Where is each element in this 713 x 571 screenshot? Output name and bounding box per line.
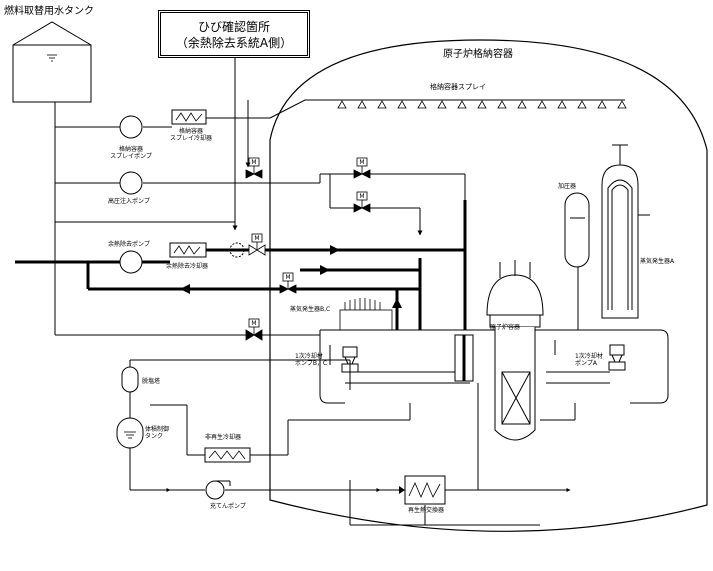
containment-label: 原子炉格納容器 <box>443 49 513 60</box>
crack-location-callout: ひび確認箇所 （余熱除去系統A側） <box>158 10 310 58</box>
rhr-cooler <box>169 242 207 258</box>
charging-pump-label: 充てんポンプ <box>210 503 246 510</box>
valve-letter: M <box>254 235 259 242</box>
hpi-pump-label: 高圧注入ポンプ <box>108 198 150 205</box>
callout-line-1: ひび確認箇所 <box>197 20 270 34</box>
spray-header-label: 格納容器スプレイ <box>430 83 486 91</box>
sg-bc <box>339 298 393 331</box>
pressurizer <box>564 192 590 330</box>
reactor-vessel-label: 原子炉容器 <box>490 324 521 331</box>
valve-letter: M <box>251 159 256 166</box>
rhr-pump-label: 余熱除去ポンプ <box>108 241 150 248</box>
letdown-cooler-label: 非再生冷却器 <box>205 434 242 441</box>
deaerator-label: 脱塩塔 <box>142 378 161 385</box>
valve-letter: M <box>359 159 364 166</box>
cs-pump-label: 格納容器スプレイポンプ <box>110 146 152 160</box>
regen-hx-label: 再生熱交換器 <box>408 507 445 514</box>
cs-cooler-label: 格納容器スプレイ冷却器 <box>169 128 212 142</box>
vct-label: 体積制御タンク <box>145 426 170 440</box>
rhr-cooler-label: 余熱除去冷却器 <box>166 263 209 270</box>
pressurizer-label: 加圧器 <box>558 183 577 190</box>
charging-pump <box>205 480 231 500</box>
spray-nozzles <box>337 100 627 109</box>
cs-cooler <box>171 109 207 125</box>
refueling-water-tank <box>12 21 92 103</box>
cs-pump <box>119 115 143 139</box>
vct <box>116 417 144 449</box>
valve-letter: M <box>359 193 364 200</box>
regen-hx <box>404 475 446 505</box>
refueling-water-tank-label: 燃料取替用水タンク <box>4 6 94 17</box>
letdown-cooler <box>204 447 251 463</box>
deaerator <box>121 366 139 393</box>
callout-line-2: （余熱除去系統A側） <box>175 36 293 50</box>
rcp-bc-label: 1次冷却材ポンプB，C <box>295 353 328 367</box>
rcp-a <box>608 344 626 371</box>
valve-actuators <box>248 157 368 335</box>
hpi-pump <box>119 171 143 195</box>
sg-a-label: 蒸気発生器A <box>640 258 675 265</box>
motor-valves <box>245 169 371 341</box>
valve-letter: M <box>251 320 256 327</box>
sg-a <box>601 144 650 319</box>
sg-bc-label: 蒸気発生器B,C <box>290 306 331 313</box>
rhr-flow-arrows <box>180 245 402 308</box>
rcp-a-label: 1次冷却材ポンプA <box>575 353 603 367</box>
valve-letter: M <box>285 274 290 281</box>
rhr-pump <box>119 250 143 274</box>
containment-vessel-outline <box>269 39 708 532</box>
reactor-vessel <box>486 260 544 441</box>
